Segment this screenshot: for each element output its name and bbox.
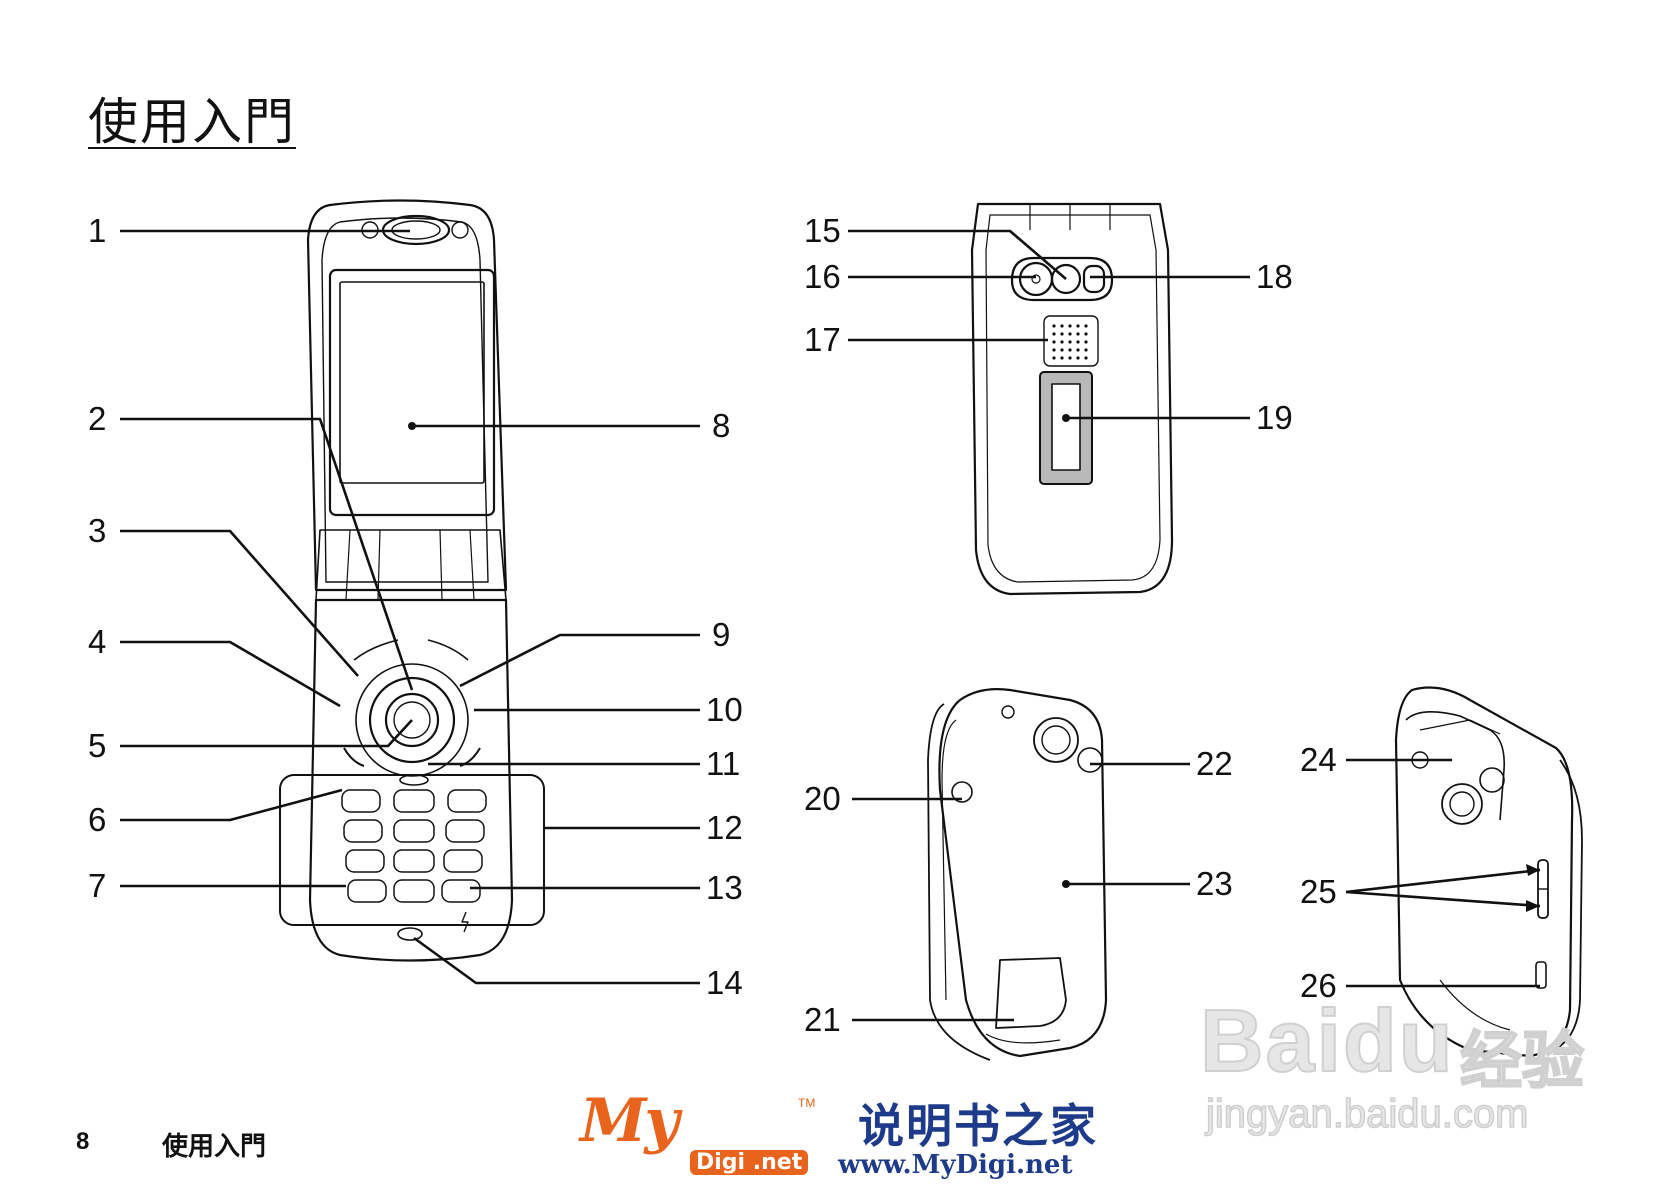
strap-hole xyxy=(951,781,973,803)
front-sensor-right xyxy=(451,221,469,239)
callout-5: 5 xyxy=(88,727,106,764)
microphone xyxy=(397,927,423,941)
front-upper-flip-inner xyxy=(321,217,489,583)
front-lower-body xyxy=(308,598,514,962)
callout-labels: 1 2 3 4 5 6 7 8 9 10 11 12 13 14 15 16 1… xyxy=(88,212,1337,1038)
soft-key-right xyxy=(427,639,469,661)
callout-16: 16 xyxy=(804,258,841,295)
callout-24: 24 xyxy=(1300,741,1337,778)
nav-key-center-inner xyxy=(393,701,431,739)
callout-22: 22 xyxy=(1196,745,1233,782)
charge-indicator xyxy=(461,911,469,933)
callout-2: 2 xyxy=(88,400,106,437)
battery-cover-latch xyxy=(995,957,1067,1029)
callout-21: 21 xyxy=(804,1001,841,1038)
mydigi-trademark: TM xyxy=(798,1096,816,1110)
rear-camera-angled xyxy=(1441,783,1483,825)
side-body-right xyxy=(1394,686,1574,1058)
callout-26: 26 xyxy=(1300,967,1337,1004)
main-display xyxy=(339,281,485,484)
side-connector xyxy=(1535,961,1547,989)
callout-1: 1 xyxy=(88,212,106,249)
keypad-bracket xyxy=(279,774,545,926)
self-portrait-mirror-dot xyxy=(1031,274,1041,284)
callout-6: 6 xyxy=(88,801,106,838)
mydigi-watermark-brand: 说明书之家 xyxy=(858,1099,1098,1153)
side-view-left-illustration xyxy=(927,688,1108,1061)
back-view-illustration xyxy=(970,202,1174,596)
speaker-holes xyxy=(1052,324,1088,360)
callout-25: 25 xyxy=(1300,873,1337,910)
rear-sensor-angled xyxy=(1479,767,1505,793)
back-body-inner xyxy=(985,214,1161,583)
mydigi-domain-badge: Digi .net xyxy=(690,1150,809,1175)
nav-key-center xyxy=(384,692,440,748)
soft-key-left xyxy=(353,639,399,661)
callout-11: 11 xyxy=(706,745,740,782)
footer-section-name: 使用入門 xyxy=(162,1132,267,1162)
call-key xyxy=(343,747,365,767)
front-view-illustration xyxy=(279,199,545,962)
callout-9: 9 xyxy=(712,616,730,653)
callout-20: 20 xyxy=(804,780,841,817)
callout-10: 10 xyxy=(706,691,743,728)
mydigi-watermark-logo: My TM Digi .net xyxy=(578,1086,818,1182)
baidu-watermark-logo: Baidu xyxy=(1199,990,1455,1091)
external-display xyxy=(1051,383,1081,471)
side-view-right-illustration xyxy=(1394,686,1583,1058)
callout-7: 7 xyxy=(88,867,106,904)
callout-19: 19 xyxy=(1256,399,1293,436)
camera-lens xyxy=(1050,263,1082,295)
callout-15: 15 xyxy=(804,212,841,249)
callout-3: 3 xyxy=(88,512,106,549)
side-flip-edge xyxy=(927,703,991,1061)
side-body-left xyxy=(938,688,1108,1058)
callout-4: 4 xyxy=(88,623,106,660)
callout-17: 17 xyxy=(804,321,841,358)
page-number: 8 xyxy=(76,1128,90,1155)
callout-12: 12 xyxy=(706,809,743,846)
mydigi-watermark-url: www.MyDigi.net xyxy=(838,1150,1073,1180)
antenna-stub-left xyxy=(1001,705,1015,719)
rear-camera-side xyxy=(1033,717,1079,763)
baidu-watermark-cn: 经验 xyxy=(1459,1023,1585,1098)
side-flip-edge-right xyxy=(1549,759,1583,1053)
nav-key-outer xyxy=(368,676,456,764)
front-upper-flip xyxy=(306,199,508,592)
back-body xyxy=(970,202,1174,596)
keypad xyxy=(341,789,487,903)
camera-light xyxy=(1082,264,1106,294)
main-display-frame xyxy=(328,268,496,517)
callout-13: 13 xyxy=(706,869,743,906)
callout-18: 18 xyxy=(1256,258,1293,295)
baidu-watermark-url: jingyan.baidu.com xyxy=(1205,1091,1529,1137)
page-title: 使用入門 xyxy=(88,93,296,151)
callout-14: 14 xyxy=(706,964,743,1001)
leader-lines xyxy=(120,229,1541,1022)
self-portrait-mirror xyxy=(1018,261,1054,297)
callout-8: 8 xyxy=(712,407,730,444)
camera-module xyxy=(1010,256,1114,302)
mydigi-logo-text: My xyxy=(580,1086,679,1156)
side-upper-cap xyxy=(1405,711,1506,821)
leader-dots xyxy=(408,414,1540,912)
callout-23: 23 xyxy=(1196,865,1233,902)
rear-sensor-side xyxy=(1077,747,1103,773)
